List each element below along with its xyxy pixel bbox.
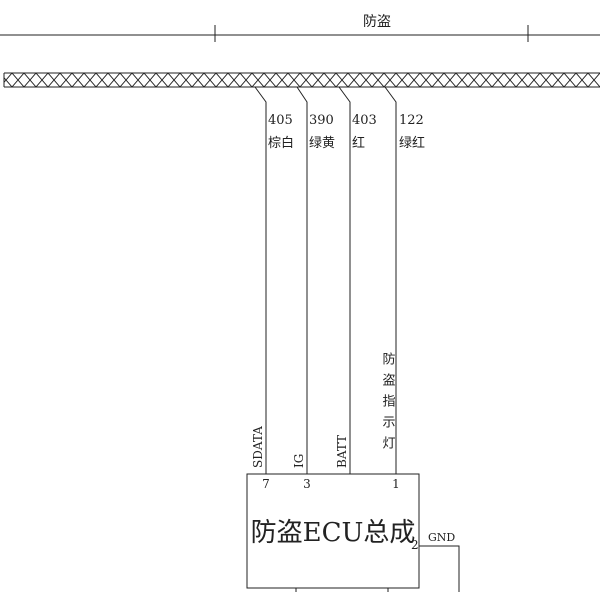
ecu-pin-2: 2 bbox=[411, 538, 419, 552]
section-header: 防盗 bbox=[0, 14, 600, 42]
ecu-box bbox=[246, 473, 420, 589]
wire-number-405: 405 bbox=[268, 113, 293, 128]
signal-batt: BATT bbox=[335, 435, 349, 468]
ecu-assembly: 7 3 1 防盗ECU总成 2 bbox=[246, 473, 420, 589]
wire-number-403: 403 bbox=[352, 113, 377, 128]
gnd-wire bbox=[419, 545, 460, 592]
ecu-pin-7: 7 bbox=[262, 477, 270, 491]
wire-harness bbox=[3, 72, 600, 88]
wire-390 bbox=[296, 86, 308, 474]
wires bbox=[254, 86, 397, 474]
wire-color-122: 绿红 bbox=[399, 135, 425, 151]
ecu-pin-1: 1 bbox=[392, 477, 400, 491]
ecu-title: 防盗ECU总成 bbox=[251, 518, 416, 548]
wire-labels: 405 棕白 390 绿黄 403 红 122 绿红 bbox=[268, 113, 425, 151]
wire-number-390: 390 bbox=[309, 113, 334, 128]
harness-fill bbox=[4, 73, 600, 87]
wire-403 bbox=[338, 86, 351, 474]
ecu-pin-3: 3 bbox=[303, 477, 311, 491]
pin-signal-labels: SDATA IG BATT 防盗指示灯 bbox=[251, 351, 395, 468]
wire-color-390: 绿黄 bbox=[309, 136, 335, 151]
wire-122 bbox=[384, 86, 397, 474]
signal-sdata: SDATA bbox=[251, 426, 265, 468]
gnd-label: GND bbox=[428, 531, 455, 544]
wire-color-403: 红 bbox=[352, 135, 365, 151]
signal-ig: IG bbox=[292, 454, 306, 468]
wire-color-405: 棕白 bbox=[268, 135, 294, 151]
section-title: 防盗 bbox=[363, 14, 391, 30]
wire-405 bbox=[254, 86, 267, 474]
ground-connection: GND bbox=[419, 531, 460, 592]
wire-number-122: 122 bbox=[399, 113, 424, 128]
ecu-bottom-wires bbox=[295, 588, 389, 592]
signal-security-indicator: 防盗指示灯 bbox=[380, 351, 396, 457]
